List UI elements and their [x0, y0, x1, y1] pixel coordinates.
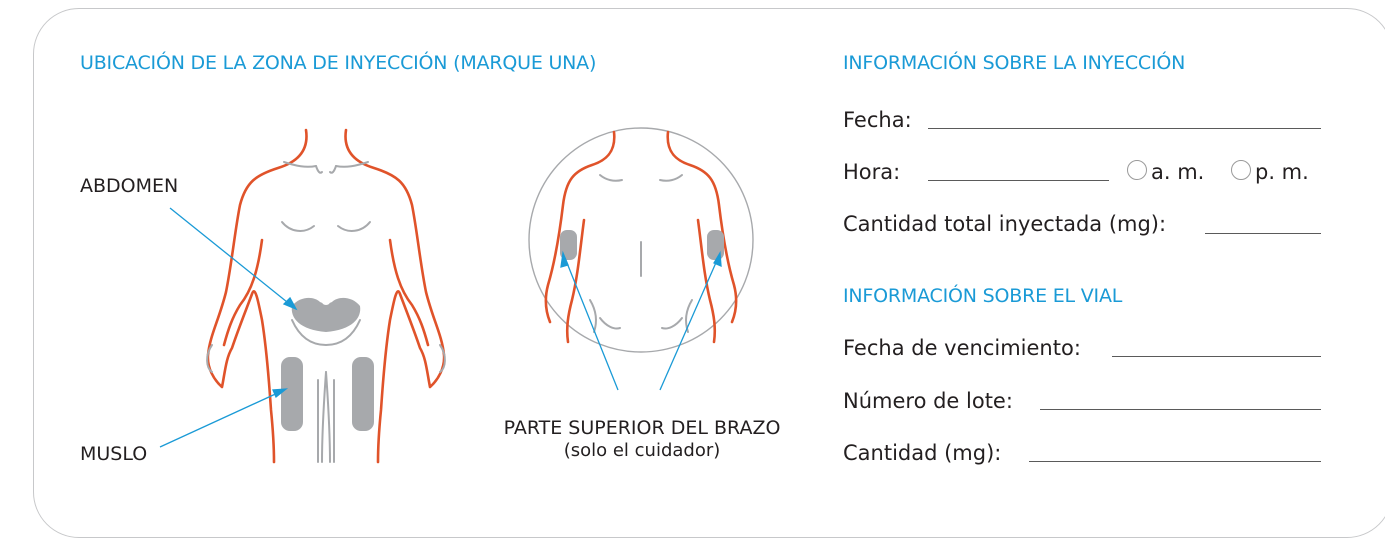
front-body-figure — [206, 128, 446, 464]
abdomen-injection-zone — [291, 297, 361, 332]
upper-arm-label: PARTE SUPERIOR DEL BRAZO — [503, 417, 781, 439]
back-view-figure — [528, 127, 754, 353]
pm-label: p. m. — [1255, 160, 1309, 184]
total-amount-label: Cantidad total inyectada (mg): — [843, 212, 1167, 236]
body-outline — [206, 128, 308, 464]
abdomen-label: ABDOMEN — [80, 175, 179, 197]
back-view-circle — [528, 127, 754, 353]
vial-amount-label: Cantidad (mg): — [843, 441, 1002, 465]
injection-info-heading: INFORMACIÓN SOBRE LA INYECCIÓN — [843, 52, 1186, 74]
injection-site-illustrations — [159, 127, 754, 464]
caregiver-only-note: (solo el cuidador) — [563, 440, 721, 461]
pm-radio[interactable] — [1231, 160, 1251, 180]
date-field-line[interactable] — [928, 128, 1321, 129]
vial-info-heading: INFORMACIÓN SOBRE EL VIAL — [843, 285, 1123, 307]
lot-number-label: Número de lote: — [843, 389, 1013, 413]
time-label: Hora: — [843, 160, 901, 184]
expiry-date-label: Fecha de vencimiento: — [843, 336, 1081, 360]
am-radio[interactable] — [1127, 160, 1147, 180]
date-label: Fecha: — [843, 108, 912, 132]
am-label: a. m. — [1151, 160, 1205, 184]
left-arm-injection-zone — [560, 230, 577, 260]
lot-number-field-line[interactable] — [1040, 409, 1321, 410]
total-amount-field-line[interactable] — [1205, 233, 1321, 234]
injection-site-heading: UBICACIÓN DE LA ZONA DE INYECCIÓN (MARQU… — [80, 52, 597, 74]
right-thigh-injection-zone — [352, 357, 374, 431]
left-thigh-injection-zone — [281, 357, 303, 431]
right-arm-injection-zone — [707, 230, 724, 260]
thigh-label: MUSLO — [80, 443, 148, 465]
vial-amount-field-line[interactable] — [1029, 461, 1321, 462]
pointer-arrows — [159, 207, 722, 448]
expiry-date-field-line[interactable] — [1112, 356, 1321, 357]
time-field-line[interactable] — [928, 180, 1109, 181]
